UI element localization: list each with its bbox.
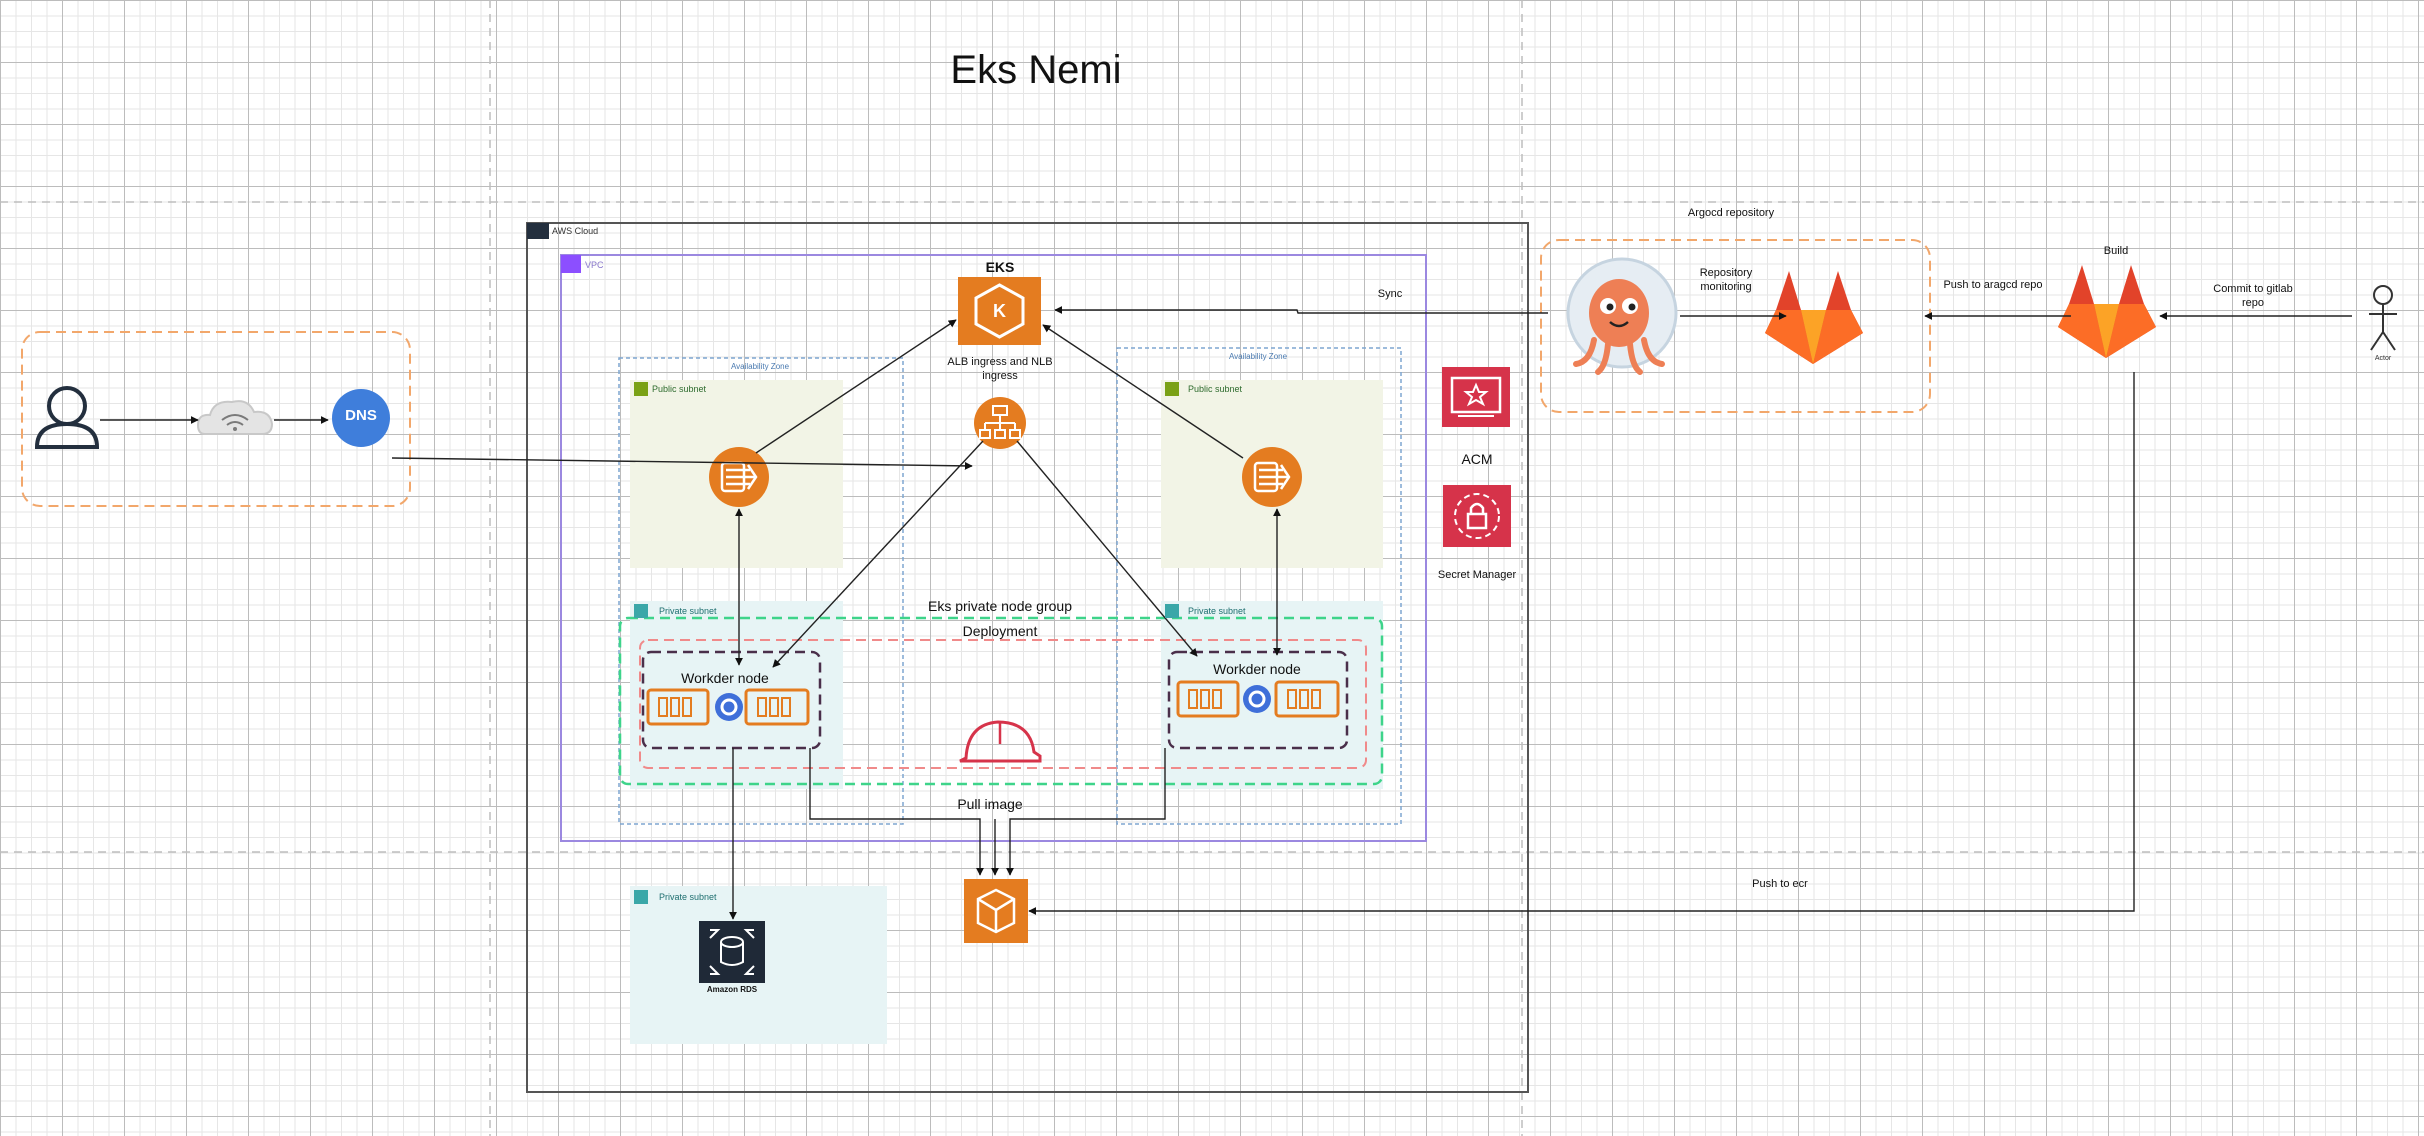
container-icon [1274, 680, 1340, 718]
repository-monitoring-label: Repository monitoring [1699, 267, 1753, 294]
worker-node-right-label: Workder node [1213, 661, 1301, 677]
argocd-repository-label: Argocd repository [1687, 207, 1775, 219]
aws-cloud-boundary [526, 222, 1529, 1093]
public-subnet-left-label: Public subnet [652, 384, 707, 394]
diagram-title: Eks Nemi [950, 48, 1122, 92]
commit-to-gitlab-label: Commit to gitlab repo [2213, 283, 2293, 310]
load-balancer-icon [974, 397, 1026, 449]
eks-node-group [618, 616, 1384, 786]
lock-icon [634, 890, 648, 904]
actor-label: Actor [2374, 355, 2392, 362]
public-subnet-right-label: Public subnet [1188, 384, 1243, 394]
availability-zone-right-label: Availability Zone [1228, 352, 1288, 361]
private-subnet-right-label: Private subnet [1188, 606, 1246, 616]
nat-gateway-icon [1242, 447, 1302, 507]
pull-image-label: Pull image [957, 796, 1023, 812]
pod-icon [715, 693, 743, 721]
private-subnet-rds-label: Private subnet [659, 892, 717, 902]
eks-node-group-label: Eks private node group [928, 598, 1072, 614]
actor-icon [2369, 285, 2397, 351]
argocd-icon [1566, 257, 1678, 375]
sync-label: Sync [1377, 288, 1403, 300]
argocd-gitlab-group [1540, 239, 1931, 413]
build-label: Build [2103, 245, 2129, 257]
container-icon [744, 688, 810, 726]
acm-icon [1442, 367, 1510, 427]
container-icon [646, 688, 710, 726]
gitlab-icon [1765, 271, 1863, 364]
helmet-icon [959, 720, 1042, 763]
eks-label: EKS [985, 259, 1015, 275]
gitlab-icon [2058, 265, 2156, 358]
eks-icon: K [958, 277, 1041, 345]
availability-zone-left [618, 357, 904, 825]
worker-node-right [1167, 650, 1349, 750]
user-access-group [21, 331, 411, 507]
dns-label: DNS [345, 407, 377, 424]
lock-icon [1165, 604, 1179, 618]
private-subnet-left [630, 601, 843, 789]
lock-icon [1165, 382, 1179, 396]
pod-icon [1243, 685, 1271, 713]
deployment-label: Deployment [962, 623, 1038, 639]
secret-manager-label: Secret Manager [1437, 569, 1517, 581]
user-icon [34, 386, 100, 449]
lock-icon [634, 604, 648, 618]
worker-node-left [641, 650, 822, 750]
deployment-boundary [639, 639, 1367, 769]
ecr-icon [964, 879, 1028, 943]
connections [100, 306, 2352, 920]
dns-icon [332, 389, 390, 447]
worker-node-left-label: Workder node [681, 670, 769, 686]
amazon-rds-label: Amazon RDS [706, 985, 758, 994]
push-to-ecr-label: Push to ecr [1752, 878, 1808, 890]
container-icon [1176, 680, 1240, 718]
vpc-boundary [560, 254, 1427, 842]
rds-icon [699, 921, 765, 983]
acm-label: ACM [1461, 451, 1493, 467]
private-subnet-right [1161, 601, 1383, 789]
private-subnet-left-label: Private subnet [659, 606, 717, 616]
vpc-logo [561, 255, 581, 273]
aws-cloud-label: AWS Cloud [552, 226, 599, 236]
secrets-manager-icon [1443, 485, 1511, 547]
internet-cloud-icon [196, 400, 274, 435]
svg-text:K: K [993, 301, 1006, 321]
nat-gateway-icon [709, 447, 769, 507]
availability-zone-right [1116, 347, 1402, 825]
alb-ingress-label: ALB ingress and NLB ingress [947, 356, 1053, 383]
lock-icon [634, 382, 648, 396]
availability-zone-left-label: Availability Zone [730, 362, 790, 371]
push-to-argocd-label: Push to aragcd repo [1943, 279, 2043, 291]
vpc-label: VPC [585, 260, 604, 270]
aws-cloud-logo [527, 223, 549, 239]
